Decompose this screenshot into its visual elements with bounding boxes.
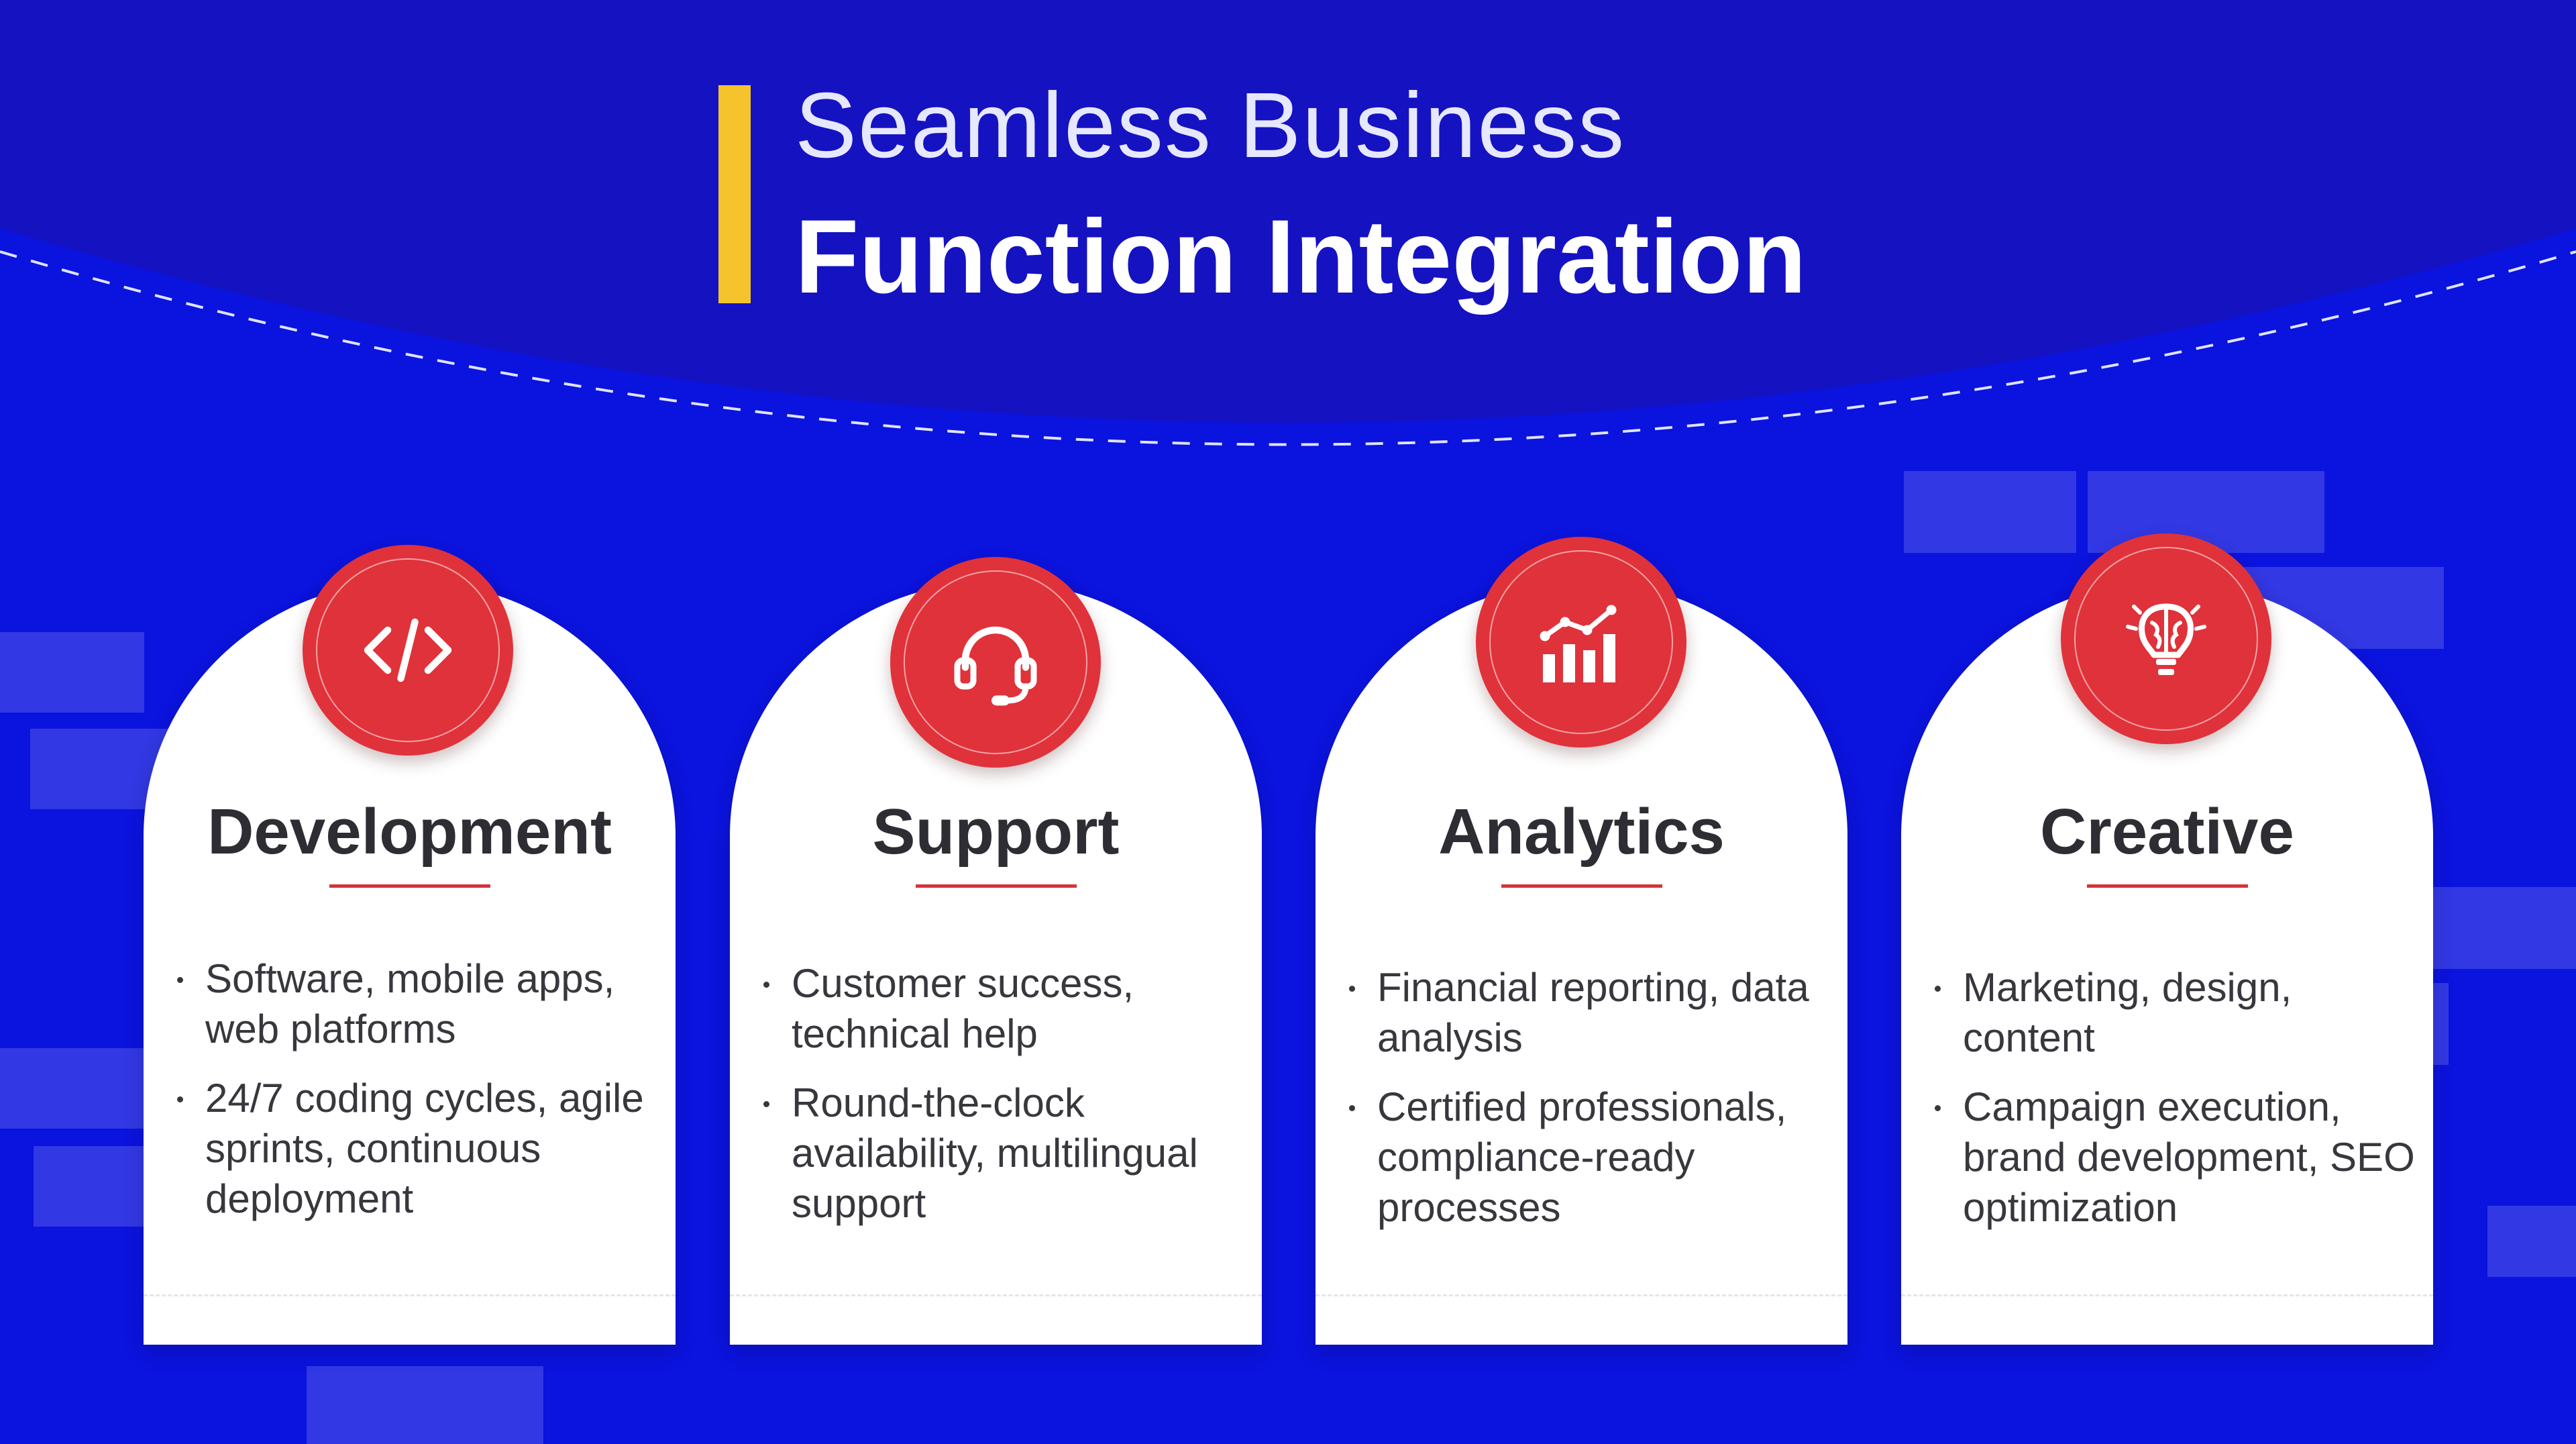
card-divider (1316, 1294, 1847, 1296)
card-divider (730, 1294, 1262, 1296)
brain-bulb-icon-badge (2061, 533, 2271, 744)
bullet-list: Financial reporting, data analysis Certi… (1342, 962, 1847, 1251)
title-accent-bar (718, 85, 751, 303)
dashed-arc (0, 250, 2576, 446)
bullet-item: Round-the-clock availability, multilingu… (757, 1078, 1262, 1229)
chart-icon (1540, 605, 1617, 682)
bullet-item: Customer success, technical help (757, 958, 1262, 1059)
bullet-item: Marketing, design, content (1928, 962, 2433, 1063)
bullet-item: Certified professionals, compliance-read… (1342, 1082, 1847, 1233)
bullet-list: Marketing, design, content Campaign exec… (1928, 962, 2433, 1251)
chart-icon-badge (1476, 537, 1686, 747)
title-underline (1501, 884, 1662, 888)
card-divider (1901, 1294, 2433, 1296)
headset-icon-badge (890, 557, 1101, 768)
bullet-item: Financial reporting, data analysis (1342, 962, 1847, 1063)
card-title: Analytics (1438, 796, 1725, 868)
card-title: Creative (2040, 796, 2294, 868)
bullet-item: Campaign execution, brand development, S… (1928, 1082, 2433, 1233)
title-underline (2086, 884, 2248, 888)
header-band (0, 0, 2576, 423)
bullet-list: Software, mobile apps, web platforms 24/… (170, 953, 676, 1243)
title-underline (915, 884, 1077, 888)
code-icon-badge (303, 545, 513, 756)
page-title-line1: Seamless Business (795, 74, 1626, 177)
headset-icon (954, 626, 1037, 706)
page-title-line2: Function Integration (795, 199, 1807, 315)
bullet-list: Customer success, technical help Round-t… (757, 958, 1262, 1247)
card-development: Development Software, mobile apps, web p… (144, 581, 676, 1345)
card-title: Support (872, 796, 1120, 868)
code-icon (364, 618, 452, 682)
brain-bulb-icon (2126, 603, 2206, 675)
bullet-item: 24/7 coding cycles, agile sprints, conti… (170, 1073, 676, 1224)
bullet-item: Software, mobile apps, web platforms (170, 953, 676, 1054)
card-divider (144, 1294, 676, 1296)
title-underline (329, 884, 490, 888)
card-title: Development (207, 796, 612, 868)
